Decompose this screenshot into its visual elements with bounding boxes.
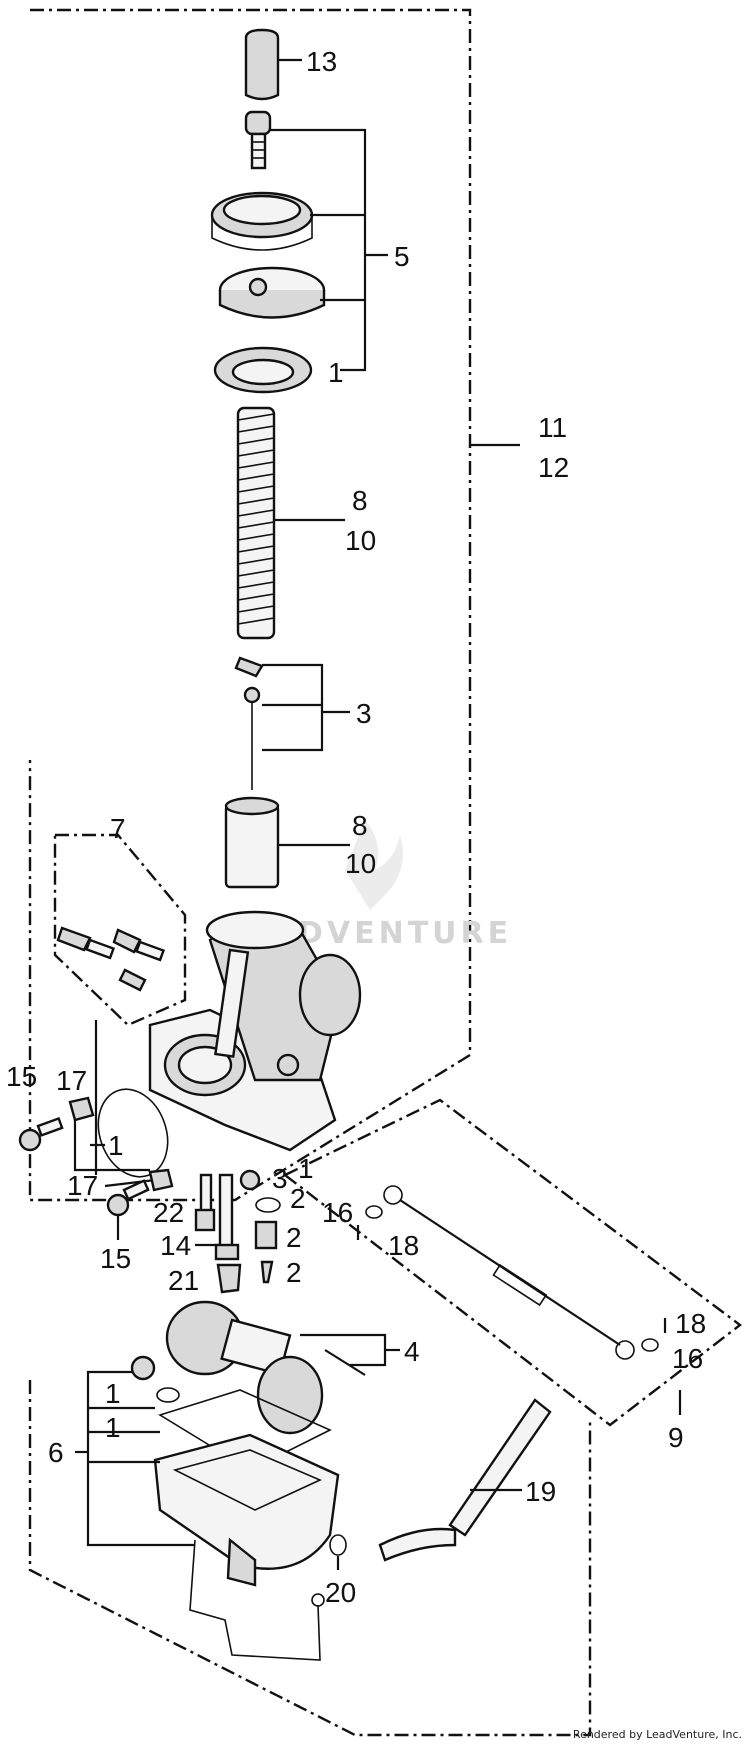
callout-1-bowl-a: 1 <box>105 1378 121 1409</box>
callout-3-needle: 3 <box>356 698 372 729</box>
callout-20: 20 <box>325 1577 356 1608</box>
callout-21: 21 <box>168 1265 199 1296</box>
part-16-washer-left <box>365 1205 383 1219</box>
callout-2-a: 2 <box>290 1183 306 1214</box>
bracket-6 <box>86 1370 195 1547</box>
part-jet-22 <box>194 1173 216 1232</box>
part-throttle-valve <box>224 796 280 889</box>
part-jet-small <box>239 1169 281 1284</box>
callout-18-right: 18 <box>675 1308 706 1339</box>
part-19-vent-tube <box>378 1398 552 1562</box>
part-float-bowl <box>130 1355 340 1587</box>
watermark-logo-icon <box>345 820 403 910</box>
callout-10-throttle: 10 <box>345 848 376 879</box>
part-ring-nut <box>210 191 314 251</box>
callout-15-bottom: 15 <box>100 1243 131 1274</box>
assembly-outline-bowl <box>28 1380 592 1737</box>
part-17-washer-top <box>68 1096 95 1122</box>
callout-17-bottom: 17 <box>67 1170 98 1201</box>
part-jet-21 <box>216 1263 242 1294</box>
part-plate <box>213 346 313 394</box>
part-jet-14 <box>214 1173 240 1261</box>
callout-2-c: 2 <box>286 1257 302 1288</box>
callout-15-top: 15 <box>6 1061 37 1092</box>
callout-18-left: 18 <box>388 1230 419 1261</box>
part-spring <box>236 406 276 640</box>
callout-16-right: 16 <box>672 1343 703 1374</box>
callout-1-bowl-b: 1 <box>105 1412 121 1443</box>
callout-10-spring: 10 <box>345 525 376 556</box>
render-credit: Rendered by LeadVenture, Inc. <box>572 1728 742 1741</box>
assembly-outline-cable <box>282 1098 742 1427</box>
part-carburetor-body <box>148 910 362 1152</box>
part-drain-clip <box>311 1593 325 1607</box>
callout-5: 5 <box>394 241 410 272</box>
watermark-text: DVENTURE <box>298 916 512 951</box>
callout-17-top: 17 <box>56 1065 87 1096</box>
part-needle <box>234 656 264 790</box>
callout-8-spring: 8 <box>352 485 368 516</box>
bracket-3-needle <box>262 663 324 752</box>
callout-8-throttle: 8 <box>352 810 368 841</box>
callout-11: 11 <box>538 412 567 443</box>
part-cap-bolt <box>244 110 272 170</box>
part-17-washer-bottom <box>148 1168 174 1192</box>
callout-22: 22 <box>153 1197 184 1228</box>
part-pilot-screws <box>56 926 166 992</box>
callout-2-b: 2 <box>286 1222 302 1253</box>
callout-1-jet: 1 <box>298 1153 314 1184</box>
assembly-outline-jets <box>53 833 187 1027</box>
callout-1-cap: 1 <box>328 357 344 388</box>
leader-17-bottom <box>104 1178 156 1188</box>
bracket-5 <box>270 128 367 372</box>
callout-13: 13 <box>306 46 337 77</box>
callout-14: 14 <box>160 1230 191 1261</box>
callout-12: 12 <box>538 452 569 483</box>
callout-4: 4 <box>404 1336 420 1367</box>
part-top-cap <box>218 266 326 319</box>
callout-9: 9 <box>668 1422 684 1453</box>
part-float <box>165 1300 366 1435</box>
callout-7: 7 <box>110 813 126 844</box>
callout-16-left: 16 <box>322 1197 353 1228</box>
callout-3-jet: 3 <box>272 1163 288 1194</box>
part-16-washer-right <box>641 1338 659 1352</box>
part-cable <box>383 1185 635 1360</box>
part-drain-line <box>189 1539 321 1661</box>
callout-6: 6 <box>48 1437 64 1468</box>
part-13-cap <box>244 28 280 101</box>
assembly-outline-main <box>28 8 472 1202</box>
part-20-clip <box>329 1534 347 1556</box>
callout-1-left: 1 <box>108 1130 124 1161</box>
callout-19: 19 <box>525 1476 556 1507</box>
part-15-screw-top <box>18 1116 64 1152</box>
leader-1-left <box>73 1020 150 1175</box>
